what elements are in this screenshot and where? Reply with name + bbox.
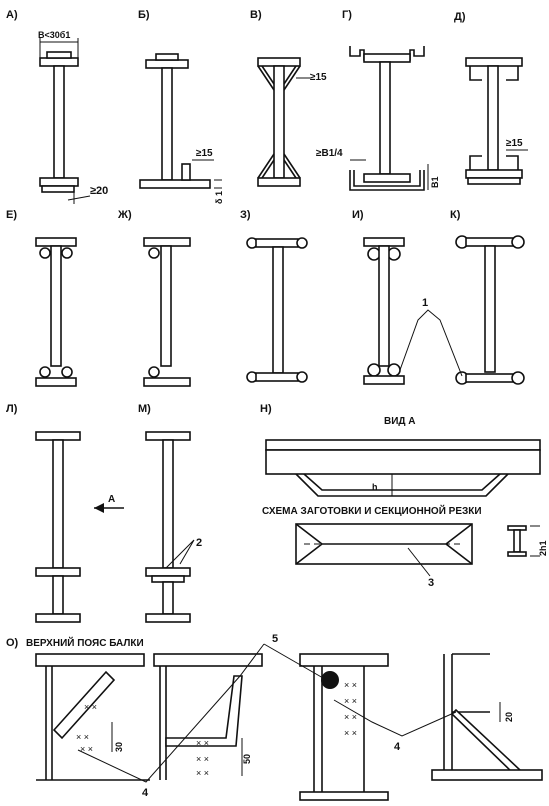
dim-o-30: 30	[114, 742, 124, 752]
panel-label-o: О)	[6, 637, 19, 649]
panel-label-i: И)	[352, 209, 364, 221]
panel-label-z: З)	[240, 209, 251, 221]
panel-label-k: К)	[450, 209, 461, 221]
panel-label-d: Д)	[454, 11, 466, 23]
dim-n-h: h	[372, 482, 378, 492]
beam-i: И)	[352, 209, 405, 385]
panel-label-b: Б)	[138, 9, 150, 21]
beam-e: Е)	[6, 209, 77, 387]
dim-g-height: B1	[430, 176, 440, 188]
dim-d-right: ≥15	[506, 138, 523, 149]
upper-chord-title: ВЕРХНИЙ ПОЯС БАЛКИ	[26, 636, 144, 649]
panel-label-m: М)	[138, 403, 151, 415]
callout-3-label: 3	[428, 577, 434, 589]
panel-o: О) ВЕРХНИЙ ПОЯС БАЛКИ × × × × × × 30 × ×…	[6, 633, 543, 801]
svg-text:× ×: × ×	[344, 696, 357, 706]
view-a-title: ВИД А	[384, 416, 416, 427]
dim-b-right: ≥15	[196, 148, 213, 159]
svg-text:× ×: × ×	[196, 738, 209, 748]
panel-label-zh: Ж)	[117, 209, 132, 221]
svg-text:× ×: × ×	[196, 754, 209, 764]
svg-text:× ×: × ×	[344, 680, 357, 690]
svg-text:× ×: × ×	[84, 702, 97, 712]
dim-a-bottom: ≥20	[90, 185, 108, 197]
beam-g: Г) ≥B1/4 B1	[316, 9, 440, 191]
callout-5-label: 5	[272, 633, 278, 645]
dim-o-50: 50	[242, 754, 252, 764]
dim-b-delta: δ 1	[214, 191, 224, 204]
panel-n: Н) ВИД А h СХЕМА ЗАГОТОВКИ И СЕКЦИОННОЙ …	[260, 403, 548, 589]
beam-b: Б) ≥15 δ 1	[138, 9, 224, 204]
svg-text:× ×: × ×	[344, 728, 357, 738]
dim-a-top: B<30б1	[38, 30, 70, 40]
panel-label-v: В)	[250, 9, 262, 21]
beam-a: А) B<30б1 ≥20	[6, 9, 108, 204]
dim-v-right: ≥15	[310, 72, 327, 83]
arrow-a-label: А	[108, 494, 115, 505]
panel-label-e: Е)	[6, 209, 17, 221]
callout-4b-label: 4	[394, 741, 401, 753]
panel-label-l: Л)	[6, 403, 18, 415]
panel-label-g: Г)	[342, 9, 352, 21]
svg-text:× ×: × ×	[76, 732, 89, 742]
svg-text:× ×: × ×	[344, 712, 357, 722]
dim-n-2h: 2h1	[538, 540, 548, 556]
callout-1: 1	[399, 297, 463, 377]
callout-2-label: 2	[196, 537, 202, 549]
beam-l: Л)	[6, 403, 81, 623]
beam-m: М) 2	[138, 403, 202, 623]
beam-v: В) ≥15	[250, 9, 327, 187]
svg-text:× ×: × ×	[80, 744, 93, 754]
view-arrow-a: А	[94, 494, 124, 513]
callout-4a-label: 4	[142, 787, 149, 799]
beam-zh: Ж)	[117, 209, 191, 387]
beam-k: К)	[450, 209, 525, 385]
panel-label-a: А)	[6, 9, 18, 21]
dim-o-20: 20	[504, 712, 514, 722]
panel-label-n: Н)	[260, 403, 272, 415]
callout-1-label: 1	[422, 297, 428, 309]
beam-d: Д) ≥15	[454, 11, 528, 185]
scheme-title: СХЕМА ЗАГОТОВКИ И СЕКЦИОННОЙ РЕЗКИ	[262, 504, 482, 517]
svg-text:× ×: × ×	[196, 768, 209, 778]
beam-z: З)	[240, 209, 308, 383]
dim-g-left: ≥B1/4	[316, 148, 343, 159]
